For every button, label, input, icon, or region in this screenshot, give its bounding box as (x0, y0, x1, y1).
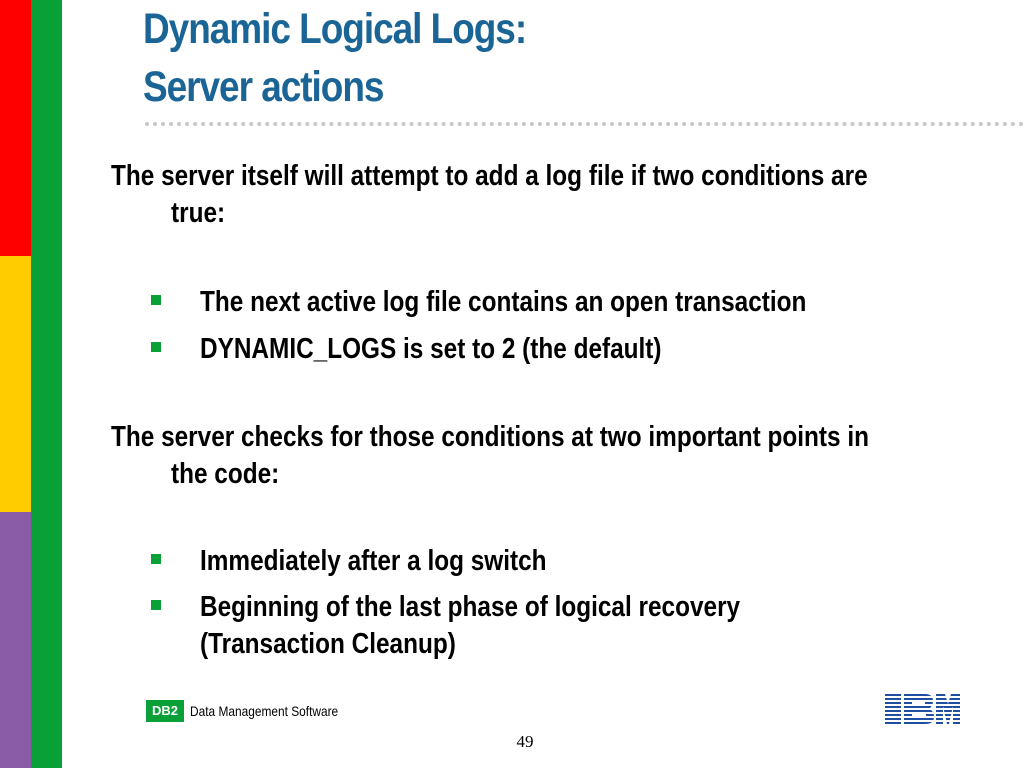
paragraph-1: The server itself will attempt to add a … (111, 158, 1012, 232)
bullet-text: DYNAMIC_LOGS is set to 2 (the default) (200, 333, 662, 365)
bullet-square-icon (151, 342, 161, 352)
paragraph-2-line-2: the code: (171, 458, 280, 490)
paragraph-2: The server checks for those conditions a… (111, 419, 1013, 493)
bullet-square-icon (151, 554, 161, 564)
paragraph-2-line-1: The server checks for those conditions a… (111, 421, 869, 453)
bullet-item: Immediately after a log switch (151, 543, 613, 580)
db2-product-text: Data Management Software (190, 703, 339, 719)
page-number: 49 (516, 732, 534, 751)
bullet-text: The next active log file contains an ope… (200, 286, 807, 318)
title-divider (145, 122, 1024, 126)
bullet-item: The next active log file contains an ope… (151, 284, 922, 321)
paragraph-1-line-2: true: (171, 197, 226, 229)
left-bar-green (31, 0, 62, 768)
bullet-text-line-1: Beginning of the last phase of logical r… (200, 591, 741, 623)
bullet-item: Beginning of the last phase of logical r… (151, 589, 843, 663)
bullet-square-icon (151, 600, 161, 610)
db2-logo: DB2 Data Management Software (146, 699, 364, 723)
db2-badge: DB2 (146, 700, 185, 722)
left-bar-red (0, 0, 31, 256)
title-line-1: Dynamic Logical Logs: (143, 5, 527, 53)
left-bar-purple (0, 512, 31, 768)
title-line-2: Server actions (143, 63, 384, 111)
bullet-item: DYNAMIC_LOGS is set to 2 (the default) (151, 331, 749, 368)
bullet-text: Immediately after a log switch (200, 545, 547, 577)
left-bar-yellow (0, 256, 31, 512)
bullet-text-line-2: (Transaction Cleanup) (200, 628, 456, 660)
paragraph-1-line-1: The server itself will attempt to add a … (111, 160, 868, 192)
slide-title: Dynamic Logical Logs: Server actions (143, 0, 883, 116)
bullet-square-icon (151, 295, 161, 305)
ibm-logo-icon (885, 694, 960, 724)
